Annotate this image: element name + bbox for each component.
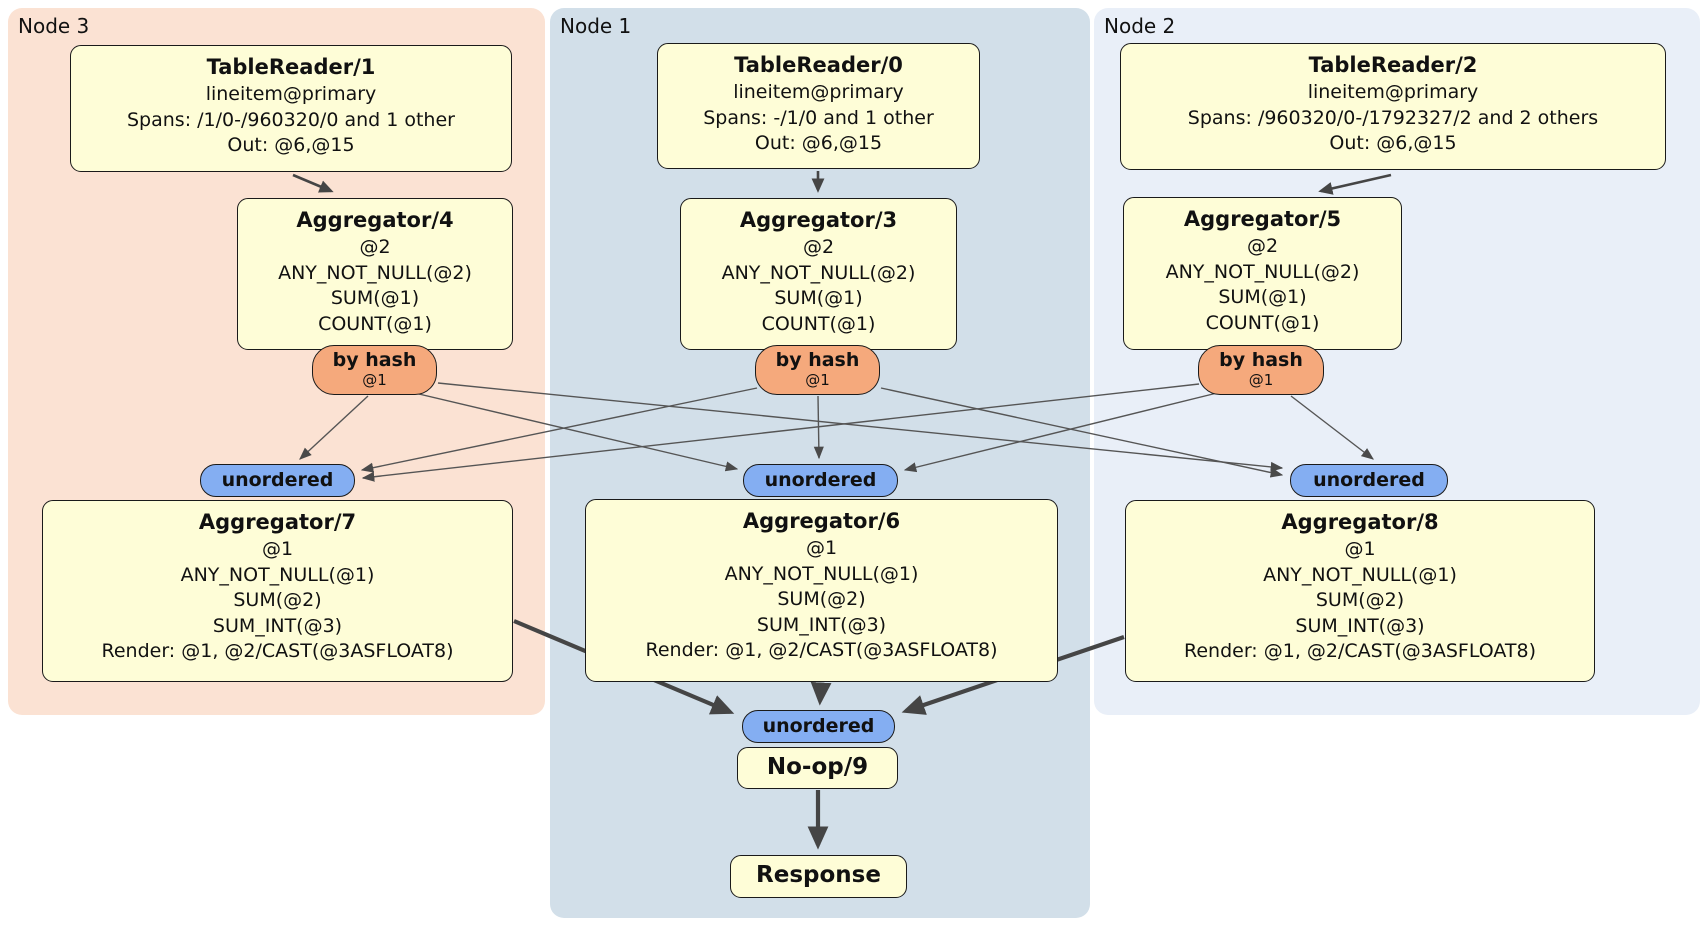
op-line: Render: @1, @2/CAST(@3ASFLOAT8) xyxy=(645,639,998,661)
router-detail: @1 xyxy=(1248,371,1274,389)
op-line: ANY_NOT_NULL(@2) xyxy=(1165,260,1360,283)
op-aggregator-6: Aggregator/6 @1 ANY_NOT_NULL(@1) SUM(@2)… xyxy=(585,499,1058,682)
sync-unordered-middle: unordered xyxy=(743,464,898,497)
op-line: SUM(@1) xyxy=(774,287,863,309)
op-tablereader-2: TableReader/2 lineitem@primary Spans: /9… xyxy=(1120,43,1666,170)
router-detail: @1 xyxy=(805,371,830,389)
op-line: SUM(@2) xyxy=(233,589,322,611)
op-response: Response xyxy=(730,855,907,898)
op-line: SUM_INT(@3) xyxy=(756,613,887,636)
op-line: @1 xyxy=(805,537,838,559)
op-title: Aggregator/8 xyxy=(1281,510,1439,534)
op-line: COUNT(@1) xyxy=(761,312,876,335)
sync-unordered-right: unordered xyxy=(1290,464,1448,497)
op-line: SUM(@2) xyxy=(1315,589,1405,611)
op-tablereader-1: TableReader/1 lineitem@primary Spans: /1… xyxy=(70,45,512,172)
op-line: @2 xyxy=(359,236,391,258)
op-tablereader-0: TableReader/0 lineitem@primary Spans: -/… xyxy=(657,43,980,169)
op-line: @1 xyxy=(261,538,294,560)
op-title: TableReader/2 xyxy=(1308,53,1478,77)
op-line: Out: @6,@15 xyxy=(227,134,355,156)
op-title: Aggregator/5 xyxy=(1183,207,1342,231)
op-title: Aggregator/4 xyxy=(296,208,454,232)
op-line: Render: @1, @2/CAST(@3ASFLOAT8) xyxy=(1184,640,1536,662)
router-detail: @1 xyxy=(362,371,387,389)
router-by-hash-3: by hash @1 xyxy=(755,345,880,395)
op-title: TableReader/0 xyxy=(734,53,903,77)
op-line: @1 xyxy=(1344,538,1376,560)
op-aggregator-8: Aggregator/8 @1 ANY_NOT_NULL(@1) SUM(@2)… xyxy=(1125,500,1595,682)
op-line: ANY_NOT_NULL(@2) xyxy=(278,261,472,284)
op-line: ANY_NOT_NULL(@1) xyxy=(1263,563,1457,586)
router-by-hash-5: by hash @1 xyxy=(1198,345,1324,395)
op-line: Out: @6,@15 xyxy=(754,132,883,154)
op-noop-9: No-op/9 xyxy=(737,747,898,789)
op-title: TableReader/1 xyxy=(206,55,376,79)
op-line: SUM_INT(@3) xyxy=(212,614,343,637)
op-title: Response xyxy=(756,862,881,888)
op-aggregator-5: Aggregator/5 @2 ANY_NOT_NULL(@2) SUM(@1)… xyxy=(1123,197,1402,350)
router-label: unordered xyxy=(764,469,877,491)
op-line: ANY_NOT_NULL(@1) xyxy=(180,563,375,586)
op-line: lineitem@primary xyxy=(733,81,904,103)
router-label: by hash xyxy=(1219,349,1303,371)
op-title: Aggregator/6 xyxy=(742,509,901,533)
op-line: SUM(@2) xyxy=(777,588,866,610)
router-label: unordered xyxy=(762,715,875,737)
op-line: ANY_NOT_NULL(@2) xyxy=(721,261,916,284)
op-aggregator-4: Aggregator/4 @2 ANY_NOT_NULL(@2) SUM(@1)… xyxy=(237,198,513,350)
region-node2-label: Node 2 xyxy=(1104,14,1176,38)
router-label: by hash xyxy=(332,349,417,371)
op-line: @2 xyxy=(802,236,835,258)
op-line: lineitem@primary xyxy=(1307,81,1479,103)
op-aggregator-3: Aggregator/3 @2 ANY_NOT_NULL(@2) SUM(@1)… xyxy=(680,198,957,350)
router-label: by hash xyxy=(775,349,860,371)
op-line: Spans: /960320/0-/1792327/2 and 2 others xyxy=(1187,106,1599,129)
region-node3-label: Node 3 xyxy=(18,14,90,38)
router-by-hash-4: by hash @1 xyxy=(312,345,437,395)
op-line: Spans: -/1/0 and 1 other xyxy=(703,106,934,129)
op-line: SUM(@1) xyxy=(330,287,420,309)
op-line: Spans: /1/0-/960320/0 and 1 other xyxy=(127,108,455,131)
router-label: unordered xyxy=(221,469,334,491)
op-line: ANY_NOT_NULL(@1) xyxy=(724,562,919,585)
op-title: Aggregator/7 xyxy=(198,510,357,534)
op-title: No-op/9 xyxy=(766,754,869,780)
op-line: COUNT(@1) xyxy=(318,312,432,335)
op-title: Aggregator/3 xyxy=(739,208,898,232)
sync-unordered-bottom: unordered xyxy=(742,710,895,743)
op-line: @2 xyxy=(1246,235,1279,257)
op-line: COUNT(@1) xyxy=(1205,311,1320,334)
op-aggregator-7: Aggregator/7 @1 ANY_NOT_NULL(@1) SUM(@2)… xyxy=(42,500,513,682)
router-label: unordered xyxy=(1313,469,1425,491)
region-node1-label: Node 1 xyxy=(560,14,632,38)
sync-unordered-left: unordered xyxy=(200,464,355,497)
op-line: lineitem@primary xyxy=(205,83,377,105)
op-line: SUM_INT(@3) xyxy=(1295,614,1425,637)
op-line: SUM(@1) xyxy=(1218,286,1307,308)
op-line: Render: @1, @2/CAST(@3ASFLOAT8) xyxy=(101,640,454,662)
op-line: Out: @6,@15 xyxy=(1329,132,1457,154)
